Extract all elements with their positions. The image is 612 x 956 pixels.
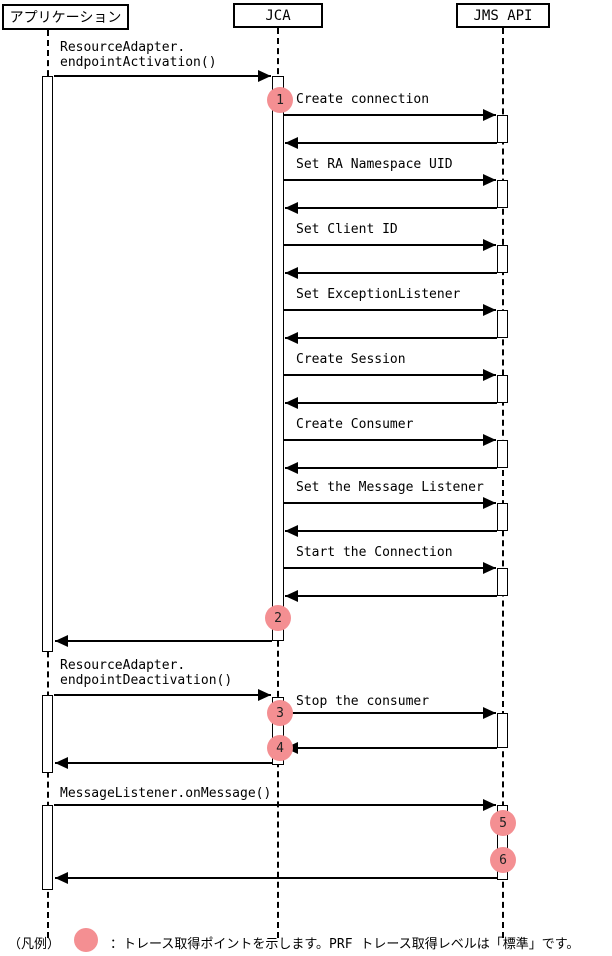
activation-bar-jms-8 bbox=[497, 310, 508, 338]
message-arrow-18 bbox=[54, 689, 271, 701]
arrowhead-right-icon bbox=[483, 369, 496, 381]
message-arrow-8 bbox=[285, 332, 497, 344]
arrowhead-left-icon bbox=[285, 332, 298, 344]
message-arrow-10 bbox=[285, 397, 497, 409]
arrowhead-right-icon bbox=[483, 707, 496, 719]
arrowhead-left-icon bbox=[285, 462, 298, 474]
activation-bar-jms-5 bbox=[497, 115, 508, 143]
activation-bar-jms-10 bbox=[497, 440, 508, 468]
message-arrow-4 bbox=[285, 202, 497, 214]
lifeline-jms bbox=[502, 28, 504, 938]
message-label-7: Set ExceptionListener bbox=[296, 287, 461, 302]
message-arrow-1 bbox=[284, 109, 496, 121]
message-arrow-2 bbox=[285, 137, 497, 149]
activation-bar-jms-11 bbox=[497, 503, 508, 531]
message-label-5: Set Client ID bbox=[296, 222, 398, 237]
arrowhead-left-icon bbox=[55, 757, 68, 769]
message-label-9: Create Session bbox=[296, 352, 406, 367]
actor-box-app: アプリケーション bbox=[2, 4, 129, 30]
arrowhead-right-icon bbox=[483, 109, 496, 121]
trace-point-3: 3 bbox=[267, 700, 293, 726]
actor-box-jms: JMS API bbox=[456, 3, 550, 28]
trace-point-4: 4 bbox=[267, 735, 293, 761]
activation-bar-jms-6 bbox=[497, 180, 508, 208]
message-arrow-5 bbox=[284, 239, 496, 251]
message-label-13: Set the Message Listener bbox=[296, 480, 484, 495]
trace-point-2: 2 bbox=[265, 605, 291, 631]
actor-box-jca: JCA bbox=[233, 3, 323, 28]
trace-point-1: 1 bbox=[267, 87, 293, 113]
message-arrow-12 bbox=[285, 462, 497, 474]
trace-point-6: 6 bbox=[490, 847, 516, 873]
message-label-3: Set RA Namespace UID bbox=[296, 157, 453, 172]
arrowhead-right-icon bbox=[483, 434, 496, 446]
message-label-15: Start the Connection bbox=[296, 545, 453, 560]
activation-bar-jms-14 bbox=[497, 805, 508, 880]
trace-point-5: 5 bbox=[490, 810, 516, 836]
message-arrow-11 bbox=[284, 434, 496, 446]
arrowhead-right-icon bbox=[258, 689, 271, 701]
activation-bar-app-1 bbox=[42, 695, 53, 773]
legend-text: ：トレース取得ポイントを示します。PRF トレース取得レベルは「標準」です。 bbox=[110, 937, 580, 952]
arrowhead-right-icon bbox=[483, 304, 496, 316]
arrowhead-left-icon bbox=[285, 137, 298, 149]
arrowhead-left-icon bbox=[285, 590, 298, 602]
activation-bar-jms-13 bbox=[497, 713, 508, 748]
message-arrow-13 bbox=[284, 497, 496, 509]
message-label-11: Create Consumer bbox=[296, 417, 414, 432]
arrowhead-right-icon bbox=[483, 497, 496, 509]
arrowhead-right-icon bbox=[483, 799, 496, 811]
arrowhead-left-icon bbox=[55, 872, 68, 884]
activation-bar-jca-3 bbox=[272, 76, 284, 641]
message-label-18: ResourceAdapter. endpointDeactivation() bbox=[60, 658, 233, 688]
arrowhead-left-icon bbox=[285, 397, 298, 409]
message-arrow-21 bbox=[55, 757, 272, 769]
message-label-1: Create connection bbox=[296, 92, 430, 107]
arrowhead-left-icon bbox=[55, 635, 68, 647]
activation-bar-app-0 bbox=[42, 76, 53, 652]
message-arrow-19 bbox=[284, 707, 496, 719]
arrowhead-right-icon bbox=[258, 70, 271, 82]
message-arrow-16 bbox=[285, 590, 497, 602]
legend: （凡例） ：トレース取得ポイントを示します。PRF トレース取得レベルは「標準」… bbox=[0, 926, 612, 954]
message-arrow-3 bbox=[284, 174, 496, 186]
activation-bar-app-2 bbox=[42, 805, 53, 890]
arrowhead-right-icon bbox=[483, 174, 496, 186]
message-arrow-14 bbox=[285, 525, 497, 537]
arrowhead-left-icon bbox=[285, 202, 298, 214]
message-label-0: ResourceAdapter. endpointActivation() bbox=[60, 40, 217, 70]
legend-prefix: （凡例） bbox=[8, 937, 61, 952]
activation-bar-jms-9 bbox=[497, 375, 508, 403]
activation-bar-jms-12 bbox=[497, 568, 508, 596]
message-arrow-7 bbox=[284, 304, 496, 316]
trace-point-legend-icon bbox=[74, 928, 98, 952]
activation-bar-jms-7 bbox=[497, 245, 508, 273]
message-label-22: MessageListener.onMessage() bbox=[60, 786, 272, 801]
arrowhead-left-icon bbox=[285, 525, 298, 537]
message-arrow-23 bbox=[55, 872, 497, 884]
message-arrow-9 bbox=[284, 369, 496, 381]
message-arrow-17 bbox=[55, 635, 272, 647]
arrowhead-right-icon bbox=[483, 562, 496, 574]
message-label-19: Stop the consumer bbox=[296, 694, 430, 709]
message-arrow-22 bbox=[54, 799, 496, 811]
arrowhead-right-icon bbox=[483, 239, 496, 251]
message-arrow-20 bbox=[285, 742, 497, 754]
message-arrow-0 bbox=[54, 70, 271, 82]
message-arrow-15 bbox=[284, 562, 496, 574]
message-arrow-6 bbox=[285, 267, 497, 279]
arrowhead-left-icon bbox=[285, 267, 298, 279]
